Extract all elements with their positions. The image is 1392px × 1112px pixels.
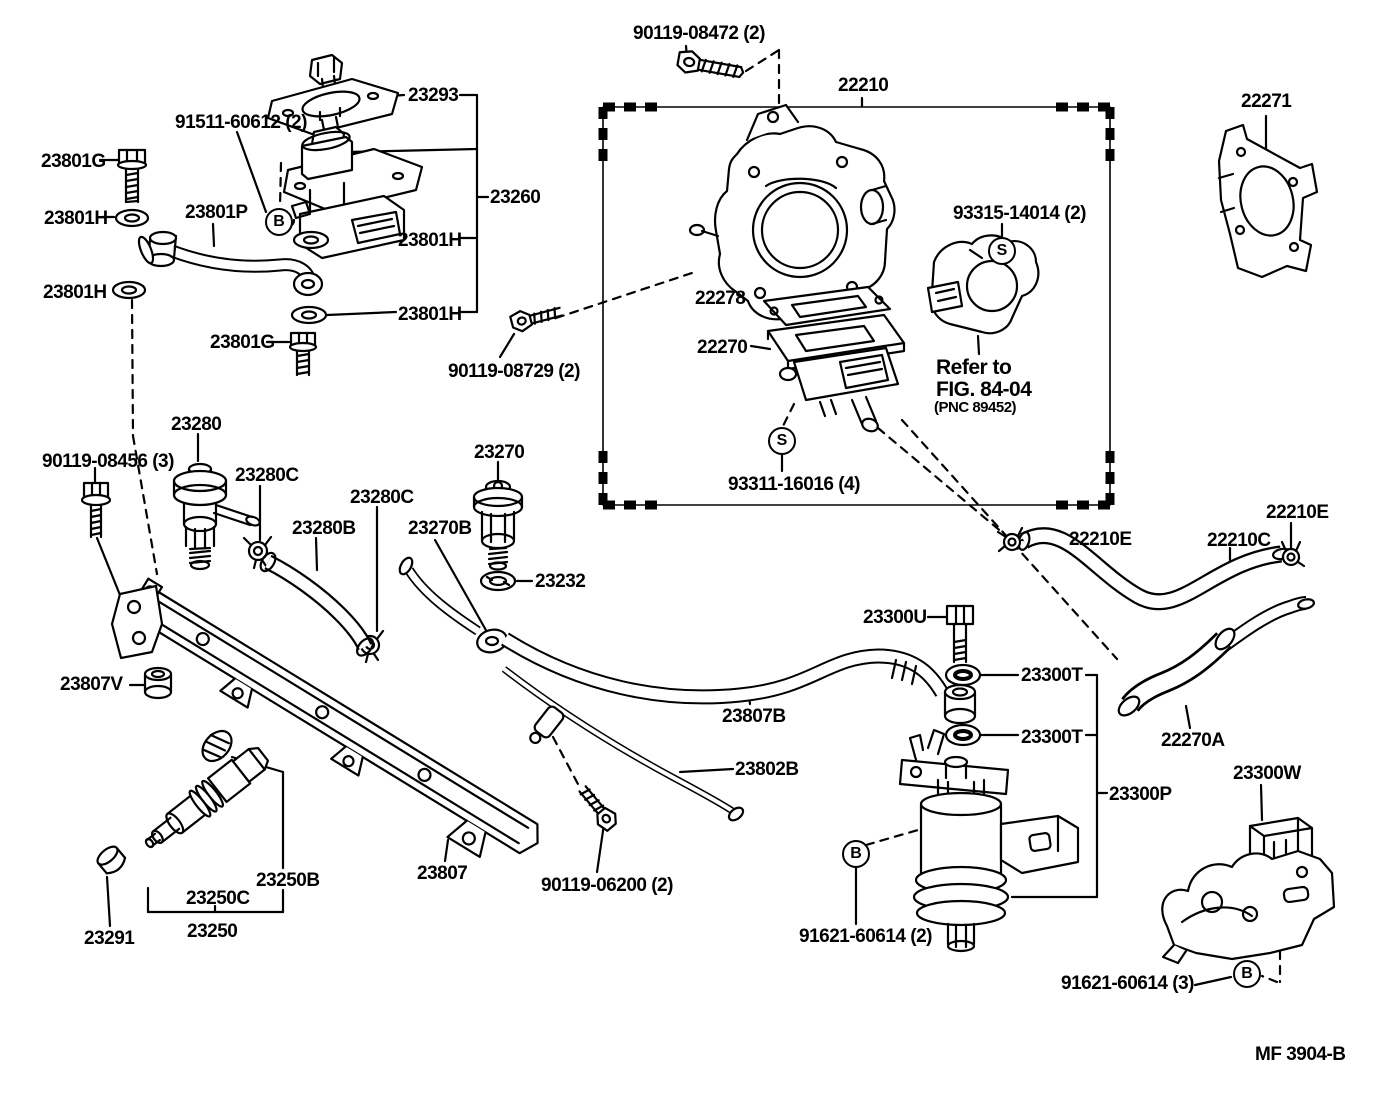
bolt-90119-06200-drawing [578,785,617,832]
label-23280B: 23280B [292,518,356,539]
bolt-23300U-drawing [945,604,975,664]
gaskets-23300T-drawing [944,663,982,747]
label-23232: 23232 [535,571,586,592]
label-23260: 23260 [490,187,541,208]
label-23300U: 23300U [863,607,927,628]
label-23280C-left: 23280C [235,465,299,486]
gasket-23232-drawing [479,570,517,592]
fuel-hose-23807B-drawing [501,632,977,725]
gasket-22271-drawing [1217,123,1319,279]
symbol-B-bracket: B [1233,960,1261,988]
gasket-22278-drawing [762,285,892,327]
bracket-23300W-drawing [1161,816,1336,965]
symbol-B-dashpot: B [265,208,293,236]
label-23807B: 23807B [722,706,786,727]
grommet-23250B-drawing [201,729,233,763]
label-91621-60614-3: 91621-60614 (3) [1061,973,1195,994]
bolt-23801G-upper-drawing [116,148,148,204]
label-23801H-lower-right: 23801H [398,304,462,325]
label-23291: 23291 [84,928,135,949]
label-23801P: 23801P [185,202,248,223]
label-23270B: 23270B [408,518,472,539]
label-91621-60614-2: 91621-60614 (2) [799,926,933,947]
label-23300P: 23300P [1109,784,1172,805]
spacer-23807V-drawing [143,666,173,700]
label-22210: 22210 [838,75,889,96]
label-23807V: 23807V [60,674,123,695]
label-23807: 23807 [417,863,468,884]
label-22210E-left: 22210E [1069,529,1132,550]
return-pipe-23802B-drawing [501,666,745,822]
label-23300T-lower: 23300T [1021,727,1083,748]
label-91511-60612: 91511-60612 (2) [175,112,307,133]
label-23300T-upper: 23300T [1021,665,1083,686]
clamp-23280C-left-drawing [242,535,273,570]
label-23801G-lower: 23801G [210,332,275,353]
label-22270A: 22270A [1161,730,1225,751]
clamp-22210E-left-drawing [996,526,1024,553]
symbol-S-isc: S [768,427,796,455]
fuel-filter-drawing [898,728,1080,953]
note-fig: FIG. 84-04 [936,378,1032,401]
pipe-23270B-drawing [398,556,508,654]
bolt-90119-08729-drawing [509,306,563,333]
bolt-90119-08472-drawing [676,50,745,79]
hidden-relation-lines [130,48,1282,984]
hose-22270A-drawing [1117,627,1236,717]
bolt-23801G-lower-drawing [288,331,318,377]
label-23270: 23270 [474,442,525,463]
hose-23280B-drawing [259,551,375,657]
label-23250B: 23250B [256,870,320,891]
label-22210C: 22210C [1207,530,1271,551]
label-23801H-upper-right: 23801H [398,230,462,251]
symbol-B-filter: B [842,840,870,868]
symbol-S-tps: S [988,237,1016,265]
label-23250: 23250 [187,921,238,942]
assembly-box-22210 [598,102,1115,510]
label-23300W: 23300W [1233,763,1301,784]
label-23280: 23280 [171,414,222,435]
label-23801H-lower-left: 23801H [43,282,107,303]
leader-lines [93,44,1293,987]
label-23293: 23293 [408,85,459,106]
label-90119-08472: 90119-08472 (2) [633,23,765,44]
label-22278: 22278 [695,288,746,309]
label-23802B: 23802B [735,759,799,780]
label-23801H-upper-left: 23801H [44,208,108,229]
note-refer-to: Refer to [936,356,1012,379]
label-22270: 22270 [697,337,748,358]
washers-23801H-drawing [111,208,330,325]
label-22210E-right: 22210E [1266,502,1329,523]
label-23280C-right: 23280C [350,487,414,508]
fuel-rail-left-bracket-drawing [110,584,164,660]
label-23250C: 23250C [186,888,250,909]
spacer-22270-drawing [766,313,906,371]
label-23801G-upper: 23801G [41,151,106,172]
insulator-23291-drawing [96,845,127,875]
isc-valve-drawing [778,346,900,433]
figure-code: MF 3904-B [1255,1044,1346,1065]
hose-branch-drawing [1213,596,1315,656]
pressure-regulator-drawing [172,462,261,571]
label-90119-06200: 90119-06200 (2) [541,875,673,896]
note-pnc: (PNC 89452) [934,399,1017,416]
vacuum-pipe-23801P-drawing [137,230,324,297]
label-93315-14014: 93315-14014 (2) [953,203,1087,224]
bolt-90119-08456-drawing [80,481,112,539]
label-90119-08729: 90119-08729 (2) [448,361,580,382]
throttle-opener-assembly-drawing [266,53,424,260]
label-90119-08456: 90119-08456 (3) [42,451,174,472]
label-93311-16016: 93311-16016 (4) [728,474,860,495]
label-22271: 22271 [1241,91,1292,112]
clamp-22210E-right-drawing [1280,540,1306,568]
damper-23270-drawing [472,479,524,571]
injector-23250-drawing [144,746,270,849]
throttle-position-sensor-drawing [926,234,1040,335]
